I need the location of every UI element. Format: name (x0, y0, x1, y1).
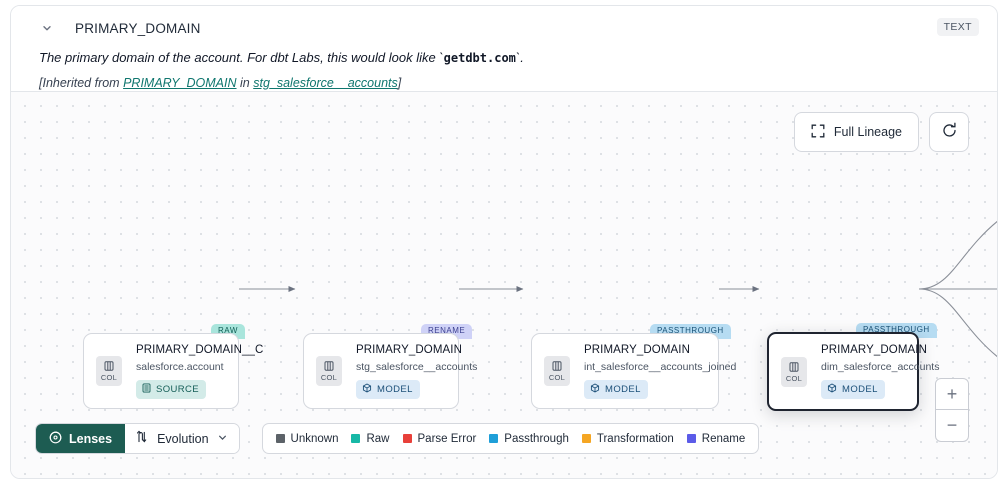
cube-icon (362, 382, 372, 396)
refresh-button[interactable] (929, 112, 969, 152)
node-subtitle: stg_salesforce__accounts (356, 360, 478, 373)
inherited-from-note: [Inherited from PRIMARY_DOMAIN in stg_sa… (39, 76, 979, 90)
inherited-column-link[interactable]: PRIMARY_DOMAIN (123, 75, 237, 90)
legend-label: Passthrough (504, 432, 569, 445)
description-prefix: The primary domain of the account. For d… (39, 50, 444, 65)
type-badge: TEXT (936, 18, 979, 36)
legend-label: Rename (701, 432, 746, 445)
evolution-label: Evolution (157, 431, 209, 446)
evolution-arrows-icon (136, 430, 149, 447)
node-entity-badge: MODEL (356, 379, 420, 399)
column-header: PRIMARY_DOMAIN TEXT The primary domain o… (11, 6, 997, 91)
node-body: PRIMARY_DOMAIN stg_salesforce__accounts … (356, 344, 477, 399)
column-description: The primary domain of the account. For d… (39, 49, 979, 67)
lenses-button[interactable]: Lenses (36, 424, 126, 453)
node-title: PRIMARY_DOMAIN (821, 344, 927, 356)
legend-item: Passthrough (489, 433, 569, 445)
lineage-node-dim-salesforce-accounts[interactable]: COL PRIMARY_DOMAIN dim_salesforce_accoun… (767, 332, 939, 411)
legend-swatch (351, 434, 361, 443)
lens-icon (49, 431, 62, 447)
cube-icon (590, 382, 600, 396)
lineage-node-int-salesforce-accounts-joined[interactable]: COL PRIMARY_DOMAIN int_salesforce__accou… (531, 333, 736, 409)
description-suffix: `. (515, 50, 524, 65)
node-subtitle: salesforce.account (136, 360, 224, 373)
node-body: PRIMARY_DOMAIN int_salesforce__accounts_… (584, 344, 736, 399)
inherited-model-link[interactable]: stg_salesforce__accounts (253, 75, 398, 90)
col-type-label: COL (100, 373, 118, 382)
evolution-dropdown[interactable]: Evolution (125, 424, 239, 453)
col-type-label: COL (785, 373, 803, 383)
legend-swatch (489, 434, 499, 443)
node-entity-badge: MODEL (584, 379, 648, 399)
zoom-out-button[interactable]: − (946, 415, 958, 435)
legend-label: Unknown (290, 432, 339, 445)
node-entity-label: MODEL (605, 383, 641, 395)
lineage-graph-canvas[interactable]: RAW COL PRIMARY_DOMAIN__C salesforce.acc… (11, 91, 997, 478)
legend-item: Raw (351, 432, 390, 445)
inherit-mid-text: in (236, 75, 254, 90)
node-title: PRIMARY_DOMAIN (356, 343, 462, 356)
graph-top-controls: Full Lineage (793, 112, 969, 152)
col-type-icon: COL (544, 356, 570, 386)
chevron-down-icon (217, 432, 228, 446)
lineage-node-stg-salesforce-accounts[interactable]: COL PRIMARY_DOMAIN stg_salesforce__accou… (303, 333, 477, 409)
legend-item: Parse Error (402, 432, 477, 445)
legend-swatch (275, 434, 285, 443)
inherit-close-text: ] (397, 75, 402, 90)
node-title: PRIMARY_DOMAIN__C (136, 343, 264, 356)
node-entity-badge: SOURCE (136, 379, 207, 399)
zoom-in-button[interactable]: + (936, 379, 968, 410)
lineage-legend: Unknown Raw Parse Error Passthrough Tran… (261, 423, 760, 454)
database-icon (142, 382, 151, 396)
legend-swatch (402, 434, 412, 443)
col-type-label: COL (320, 373, 338, 382)
node-subtitle: int_salesforce__accounts_joined (584, 360, 737, 373)
node-entity-label: MODEL (377, 383, 413, 395)
node-subtitle: dim_salesforce_accounts (821, 361, 940, 373)
zoom-controls: + − (935, 378, 969, 442)
title-row: PRIMARY_DOMAIN (29, 16, 979, 40)
legend-label: Transformation (596, 432, 674, 445)
node-title: PRIMARY_DOMAIN (584, 343, 690, 356)
inherit-open-text: [Inherited from (39, 75, 124, 90)
col-type-label: COL (548, 373, 566, 382)
graph-bottom-bar: Lenses Evolution (35, 423, 760, 454)
node-body: PRIMARY_DOMAIN dim_salesforce_accounts M… (821, 344, 939, 399)
legend-item: Unknown (275, 432, 339, 445)
legend-swatch (581, 434, 591, 443)
node-entity-label: MODEL (842, 384, 878, 395)
legend-label: Parse Error (417, 432, 477, 445)
cube-icon (827, 383, 837, 396)
legend-item: Rename (686, 432, 746, 445)
lineage-panel: PRIMARY_DOMAIN TEXT The primary domain o… (10, 5, 998, 479)
lenses-evolution-group: Lenses Evolution (35, 423, 240, 454)
col-type-icon: COL (316, 356, 342, 386)
expand-icon (811, 124, 825, 141)
legend-label: Raw (366, 432, 390, 445)
legend-item: Transformation (581, 432, 674, 445)
node-body: PRIMARY_DOMAIN__C salesforce.account SOU… (136, 344, 263, 399)
chevron-down-icon[interactable] (39, 20, 55, 36)
lineage-node-primary-domain-c[interactable]: COL PRIMARY_DOMAIN__C salesforce.account… (83, 333, 263, 409)
full-lineage-button[interactable]: Full Lineage (793, 112, 919, 152)
refresh-icon (941, 122, 958, 142)
full-lineage-label: Full Lineage (833, 125, 902, 139)
col-type-icon: COL (781, 356, 807, 387)
node-entity-badge: MODEL (821, 380, 885, 399)
col-type-icon: COL (96, 356, 122, 386)
lenses-label: Lenses (69, 431, 113, 446)
legend-swatch (686, 434, 696, 443)
page-title: PRIMARY_DOMAIN (75, 20, 201, 36)
description-code: getdbt.com (443, 51, 516, 65)
node-entity-label: SOURCE (156, 383, 200, 395)
